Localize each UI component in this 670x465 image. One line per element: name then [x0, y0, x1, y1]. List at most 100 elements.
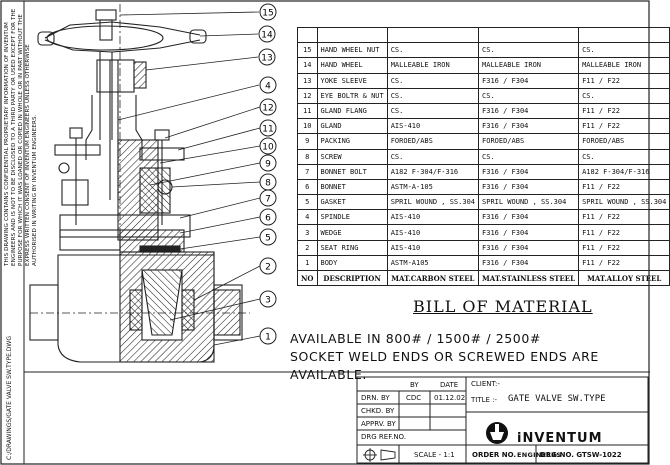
- bom-cell-ss: CS.: [478, 148, 580, 165]
- bom-cell-ss: F316 / F304: [478, 209, 580, 226]
- bom-cell-as: F11 / F22: [578, 72, 670, 89]
- svg-text:1: 1: [265, 333, 271, 343]
- bom-cell-ss: F316 / F304: [478, 239, 580, 256]
- bom-cell-desc: GLAND: [316, 118, 388, 135]
- bom-cell-desc: SPINDLE: [316, 209, 388, 226]
- callout-8: 8: [259, 173, 277, 191]
- callout-5: 5: [259, 228, 277, 246]
- callout-3: 3: [259, 290, 277, 308]
- bom-cell-cs: AIS-410: [386, 118, 480, 135]
- bom-cell-ss: CS.: [478, 87, 580, 104]
- svg-text:15: 15: [262, 9, 273, 19]
- tb-drn-label: DRN. BY: [361, 394, 390, 402]
- svg-text:13: 13: [261, 54, 272, 64]
- bom-cell-cs: CS.: [386, 87, 480, 104]
- bom-cell-ss: F316 / F304: [478, 224, 580, 241]
- tb-chkd-label: CHKD. BY: [361, 407, 395, 415]
- bom-cell-as: FOROED/ABS: [578, 133, 670, 150]
- svg-text:12: 12: [262, 104, 273, 114]
- bom-cell-cs: CS.: [386, 42, 480, 59]
- tb-col-date: DATE: [440, 381, 459, 389]
- bom-cell-as: F11 / F22: [578, 118, 670, 135]
- callout-11: 11: [259, 119, 277, 137]
- svg-text:8: 8: [265, 179, 271, 189]
- bom-cell-as: CS.: [578, 42, 670, 59]
- bom-cell-desc: BODY: [316, 254, 388, 272]
- bom-cell-desc: EYE BOLTR & NUT: [316, 87, 388, 104]
- bom-cell-cs: AIS-410: [386, 224, 480, 241]
- callout-4a: 4: [259, 76, 277, 94]
- tb-apprv-label: APPRV. BY: [361, 420, 396, 428]
- callout-13: 13: [258, 48, 276, 66]
- bom-header-no: NO: [297, 269, 318, 287]
- bom-cell-ss: F316 / F304: [478, 118, 580, 135]
- company-logo-icon: [486, 422, 508, 444]
- bom-header-as: MAT.ALLOY STEEL: [578, 269, 670, 287]
- callout-12: 12: [259, 98, 277, 116]
- bom-cell-as: F11 / F22: [578, 224, 670, 241]
- drawing-file-path: C:/DRAWINGS/GATE VALVE SW.TYPE.DWG: [6, 336, 13, 460]
- bom-header-desc: DESCRIPTION: [316, 269, 388, 287]
- bom-cell-ss: F316 / F304: [478, 163, 580, 180]
- callout-6: 6: [259, 208, 277, 226]
- bom-cell-as: F11 / F22: [578, 102, 670, 120]
- bom-cell-as: F11 / F22: [578, 239, 670, 256]
- bom-cell-no: 6: [297, 178, 318, 196]
- callout-9: 9: [259, 154, 277, 172]
- bom-cell-desc: PACKING: [316, 133, 388, 150]
- bom-cell-ss: FOROED/ABS: [478, 133, 580, 150]
- tb-drn-date: 01.12.02: [434, 394, 466, 402]
- bom-cell-ss: F316 / F304: [478, 178, 580, 196]
- callout-10: 10: [259, 137, 277, 155]
- svg-text:14: 14: [261, 31, 273, 41]
- bom-cell-ss: F316 / F304: [478, 254, 580, 272]
- bom-cell-no: 13: [297, 72, 318, 89]
- bom-cell-cs: AIS-410: [386, 239, 480, 256]
- company-name-sub: ENGINEERS: [517, 451, 562, 459]
- bom-blank-row: [297, 26, 670, 44]
- availability-line-1: AVAILABLE IN 800# / 1500# / 2500#: [290, 331, 541, 346]
- bom-cell-ss: F316 / F304: [478, 72, 580, 89]
- callout-2: 2: [259, 257, 277, 275]
- svg-text:3: 3: [265, 296, 271, 306]
- svg-text:5: 5: [265, 234, 271, 244]
- callout-1: 1: [259, 327, 277, 345]
- bom-cell-no: 8: [297, 148, 318, 165]
- drawing-frame: 15 14 13 4 12 11 10 9 8 7 6 5 2 3 1: [0, 0, 650, 465]
- bom-cell-ss: MALLEABLE IRON: [478, 57, 580, 74]
- bom-cell-desc: BONNET BOLT: [316, 163, 388, 180]
- svg-text:9: 9: [265, 160, 271, 170]
- bom-cell-desc: GLAND FLANG: [316, 102, 388, 120]
- tb-ref-label: DRG REF.NO.: [361, 433, 407, 441]
- bom-cell-as: SPRIL WOUND , SS.304: [578, 194, 670, 211]
- bom-cell-cs: A182 F-304/F-316: [386, 163, 480, 180]
- availability-line-2: SOCKET WELD ENDS OR SCREWED ENDS ARE AVA…: [290, 349, 599, 382]
- svg-text:7: 7: [265, 195, 271, 205]
- svg-text:4: 4: [265, 82, 271, 92]
- tb-title: GATE VALVE SW.TYPE: [508, 394, 606, 404]
- bom-header-ss: MAT.STAINLESS STEEL: [478, 269, 580, 287]
- bom-cell-no: 4: [297, 209, 318, 226]
- svg-text:2: 2: [265, 263, 271, 273]
- bom-cell-no: 12: [297, 87, 318, 104]
- bom-cell-no: 2: [297, 239, 318, 256]
- bom-cell-as: MALLEABLE IRON: [578, 57, 670, 74]
- bom-cell-as: CS.: [578, 148, 670, 165]
- bom-cell-cs: AIS-410: [386, 209, 480, 226]
- bom-cell-cs: SPRIL WOUND , SS.304: [386, 194, 480, 211]
- tb-title-label: TITLE :-: [471, 396, 498, 404]
- svg-text:11: 11: [262, 125, 273, 135]
- bom-cell-desc: HAND WHEEL NUT: [316, 42, 388, 59]
- bom-cell-cs: ASTM-A-105: [386, 178, 480, 196]
